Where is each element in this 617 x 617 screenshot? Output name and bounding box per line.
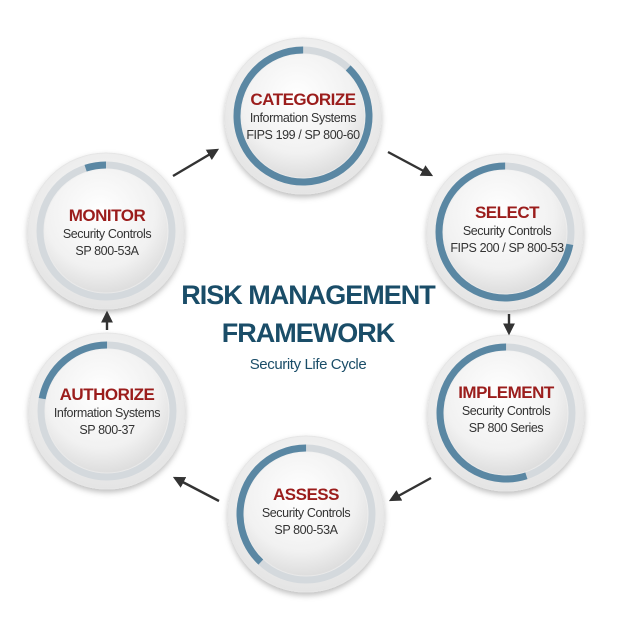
center-title-line2: FRAMEWORK: [221, 318, 395, 348]
step-title: MONITOR: [68, 206, 146, 225]
center-subtitle: Security Life Cycle: [249, 356, 367, 373]
step-title: ASSESS: [273, 485, 339, 504]
node-circle-implement: [427, 334, 585, 492]
step-reference: SP 800 Series: [468, 421, 544, 435]
ring-arc: [233, 46, 373, 186]
step-reference: FIPS 200 / SP 800-53: [450, 241, 564, 255]
center-title-line1: RISK MANAGEMENT: [181, 280, 436, 310]
step-subject: Information Systems: [53, 406, 161, 420]
node-circle-select: [426, 153, 584, 311]
step-subject: Security Controls: [462, 224, 552, 238]
ring-arc: [37, 341, 177, 481]
step-assess: ASSESS Security Controls SP 800-53A: [226, 485, 386, 539]
center-heading: RISK MANAGEMENT FRAMEWORK Security Life …: [158, 276, 458, 376]
ring-arc: [36, 161, 176, 301]
node-circle-monitor: [27, 152, 185, 310]
step-reference: SP 800-53A: [75, 244, 139, 258]
ring-arc: [435, 162, 575, 302]
ring-arc: [436, 343, 576, 483]
step-select: SELECT Security Controls FIPS 200 / SP 8…: [427, 203, 587, 257]
node-circle-assess: [227, 435, 385, 593]
step-categorize: CATEGORIZE Information Systems FIPS 199 …: [223, 90, 383, 144]
step-implement: IMPLEMENT Security Controls SP 800 Serie…: [426, 383, 586, 437]
step-reference: SP 800-53A: [274, 523, 338, 537]
step-reference: SP 800-37: [79, 423, 135, 437]
step-subject: Information Systems: [249, 111, 357, 125]
step-subject: Security Controls: [261, 506, 351, 520]
node-circle-categorize: [224, 37, 382, 195]
step-title: IMPLEMENT: [458, 383, 554, 402]
arrow-categorize-to-select: [387, 150, 434, 177]
step-authorize: AUTHORIZE Information Systems SP 800-37: [27, 385, 187, 439]
arrow-monitor-to-categorize: [172, 148, 220, 178]
step-subject: Security Controls: [62, 227, 152, 241]
arrow-implement-to-assess: [388, 476, 432, 502]
step-title: SELECT: [474, 203, 540, 222]
step-title: CATEGORIZE: [250, 90, 356, 109]
arrow-assess-to-authorize: [172, 476, 220, 503]
node-circle-authorize: [28, 332, 186, 490]
ring-arc: [236, 444, 376, 584]
step-reference: FIPS 199 / SP 800-60: [246, 128, 360, 142]
step-monitor: MONITOR Security Controls SP 800-53A: [27, 206, 187, 260]
step-subject: Security Controls: [461, 404, 551, 418]
step-title: AUTHORIZE: [59, 385, 155, 404]
